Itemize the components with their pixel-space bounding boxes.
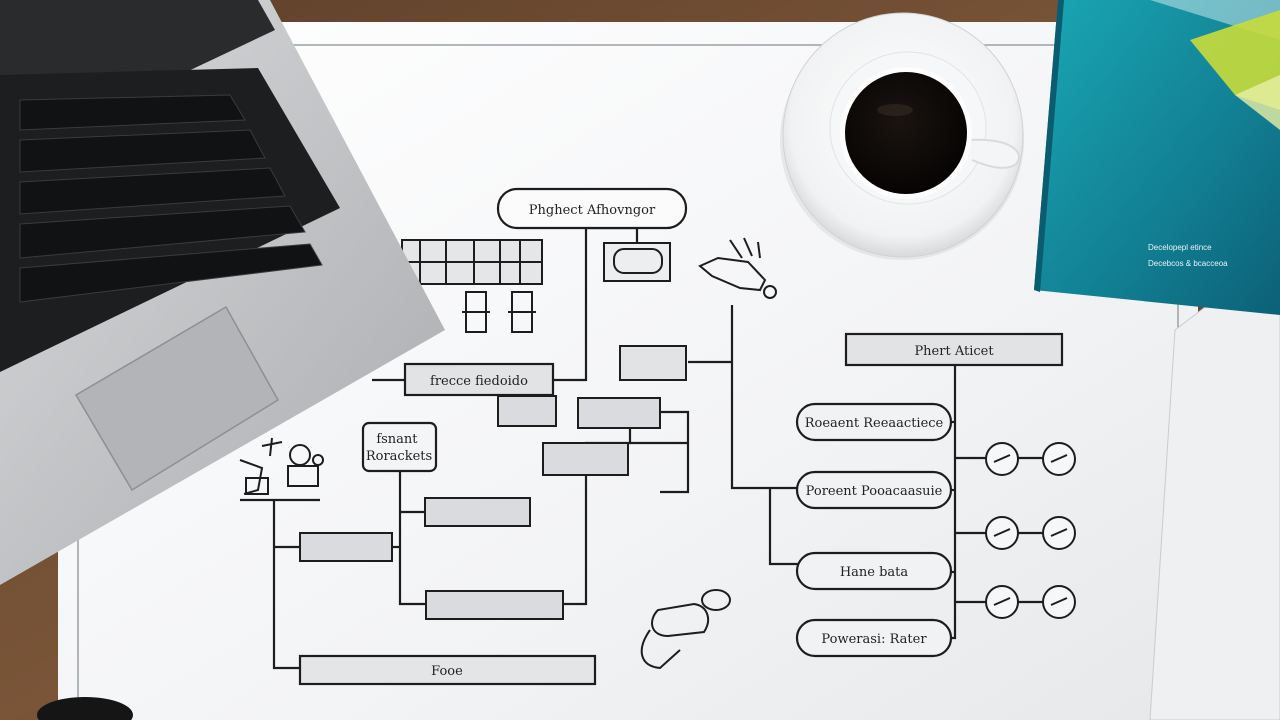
flow-diagram: [240, 226, 1058, 670]
left-box-label: fsnant Rorackets: [366, 432, 432, 464]
left-box-line-1: fsnant: [376, 432, 418, 447]
pill-4-label: Powerasi: Rater: [821, 632, 927, 647]
pill-3: Hane bata: [795, 551, 953, 591]
coffee-cup: [780, 12, 1024, 260]
top-node: Phghect Afhovngor: [496, 187, 688, 230]
left-box: fsnant Rorackets: [361, 421, 438, 473]
device-icon: [603, 242, 671, 282]
left-node: frecce fiedoido: [403, 362, 555, 397]
pill-1: Roeaent Reeaactiece: [795, 402, 953, 442]
pill-3-label: Hane bata: [840, 565, 909, 580]
pill-4: Powerasi: Rater: [795, 618, 953, 658]
left-node-label: frecce fiedoido: [430, 374, 528, 389]
middle-bars: [299, 395, 661, 620]
person-sketch: [640, 589, 731, 670]
tool-sketch: [698, 237, 777, 299]
right-header-label: Phert Aticet: [914, 344, 994, 359]
left-box-line-2: Rorackets: [366, 449, 432, 464]
bottom-node: Fooe: [298, 654, 597, 686]
right-circles: [985, 442, 1076, 619]
screen-sketch: [619, 345, 687, 381]
book-line-1: Decelopepl etince: [1148, 243, 1212, 252]
pill-2-label: Poreent Pooacaasuie: [806, 484, 943, 499]
right-pills: Roeaent Reeaactiece Poreent Pooacaasuie …: [795, 402, 953, 658]
keys: [19, 94, 323, 303]
mouse: [37, 697, 133, 720]
trackpad: [74, 305, 280, 492]
pill-2: Poreent Pooacaasuie: [795, 470, 953, 510]
book: Decelopepl etince Decebcos & bcacceoa: [1034, 0, 1280, 315]
laptop: [0, 0, 445, 585]
pill-1-label: Roeaent Reeaactiece: [805, 416, 944, 431]
right-header: Phert Aticet: [844, 332, 1064, 367]
bottom-node-label: Fooe: [431, 664, 463, 679]
book-line-2: Decebcos & bcacceoa: [1148, 259, 1228, 268]
top-node-label: Phghect Afhovngor: [529, 203, 656, 218]
grid-sketch: [401, 239, 543, 333]
people-sketch: [239, 437, 324, 495]
